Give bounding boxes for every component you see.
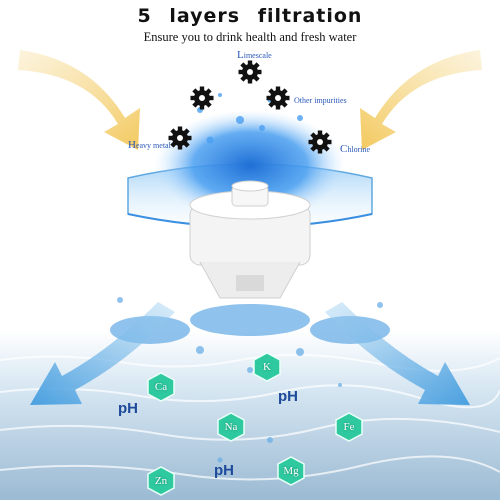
- mineral-badge: Zn: [146, 466, 176, 496]
- mineral-badge: K: [252, 352, 282, 382]
- arrow-icon: [360, 50, 482, 150]
- hexagon-icon: [147, 466, 175, 496]
- ph-label: pH: [214, 462, 234, 479]
- gear-icon: [266, 86, 290, 110]
- hexagon-icon: [147, 372, 175, 402]
- mineral-badge: Mg: [276, 456, 306, 486]
- mineral-badge: Ca: [146, 372, 176, 402]
- ph-label: pH: [118, 400, 138, 417]
- gear-icon: [238, 60, 262, 84]
- arrow-icon: [30, 302, 175, 405]
- water-splash: [155, 110, 345, 220]
- gear-icon: [168, 126, 192, 150]
- arrow-icon: [18, 50, 140, 150]
- label-other-impurities: Other impurities: [294, 96, 347, 105]
- gear-icon: [190, 86, 214, 110]
- mineral-badge: Fe: [334, 412, 364, 442]
- label-limescale: Limescale: [237, 49, 272, 61]
- label-chlorine: Chlorine: [340, 143, 371, 155]
- hexagon-icon: [217, 412, 245, 442]
- label-heavy-metal: Heavy metal: [128, 139, 171, 151]
- hexagon-icon: [253, 352, 281, 382]
- hexagon-icon: [335, 412, 363, 442]
- mineral-badge: Na: [216, 412, 246, 442]
- arrow-icon: [325, 302, 470, 405]
- ph-label: pH: [278, 388, 298, 405]
- water-surface: [0, 330, 500, 500]
- headline: 5 layers filtration: [137, 5, 363, 27]
- hexagon-icon: [277, 456, 305, 486]
- gear-icon: [308, 130, 332, 154]
- filter-cartridge: [189, 180, 311, 299]
- subheadline: Ensure you to drink health and fresh wat…: [143, 30, 357, 44]
